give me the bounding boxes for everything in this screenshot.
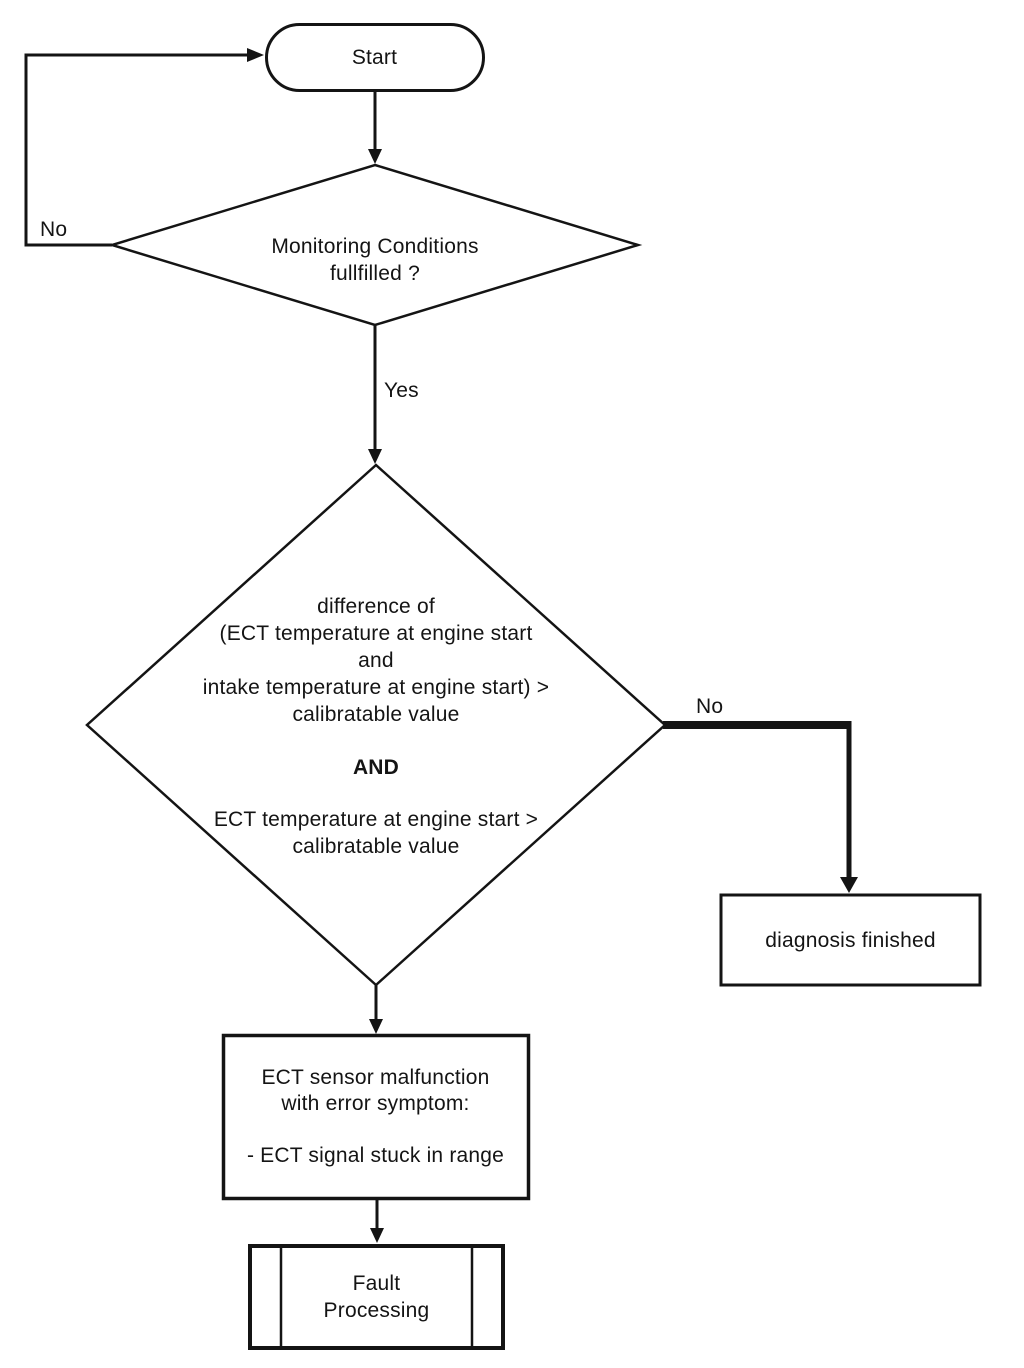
edge-label-ect-no: No xyxy=(696,695,724,718)
arrowhead-into-monitoring xyxy=(368,149,382,164)
edge-label-monitoring-yes: Yes xyxy=(384,379,419,402)
monitoring-decision-label: Monitoring Conditions fullfilled ? xyxy=(271,235,479,285)
diagnosis-finished-shape xyxy=(719,893,982,987)
ect-decision-condition-top: difference of (ECT temperature at engine… xyxy=(202,595,550,726)
start-terminator-shape xyxy=(265,23,485,92)
monitoring-no-loop-connector xyxy=(24,53,248,247)
ect-malfunction-label: ECT sensor malfunction with error sympto… xyxy=(246,1065,505,1167)
fault-processing-label: Fault Processing xyxy=(323,1272,430,1322)
arrowhead-into-start xyxy=(247,48,264,62)
diagnosis-finished-label: diagnosis finished xyxy=(765,928,936,952)
ect-decision-shape xyxy=(85,463,667,987)
monitoring-decision-shape xyxy=(107,163,643,327)
ect-decision-condition-bottom: ECT temperature at engine start > calibr… xyxy=(213,808,539,858)
arrowhead-into-diagnosis-finished xyxy=(840,877,858,893)
ect-decision-operator: AND xyxy=(352,756,400,779)
fault-processing-shape xyxy=(248,1244,505,1350)
edge-label-monitoring-no: No xyxy=(40,218,68,241)
start-node-label: Start xyxy=(351,45,398,69)
arrowhead-into-malfunction xyxy=(369,1019,383,1034)
ect-malfunction-shape xyxy=(221,1033,531,1201)
arrowhead-into-ect-decision xyxy=(368,449,382,464)
arrowhead-into-fault-processing xyxy=(370,1228,384,1243)
